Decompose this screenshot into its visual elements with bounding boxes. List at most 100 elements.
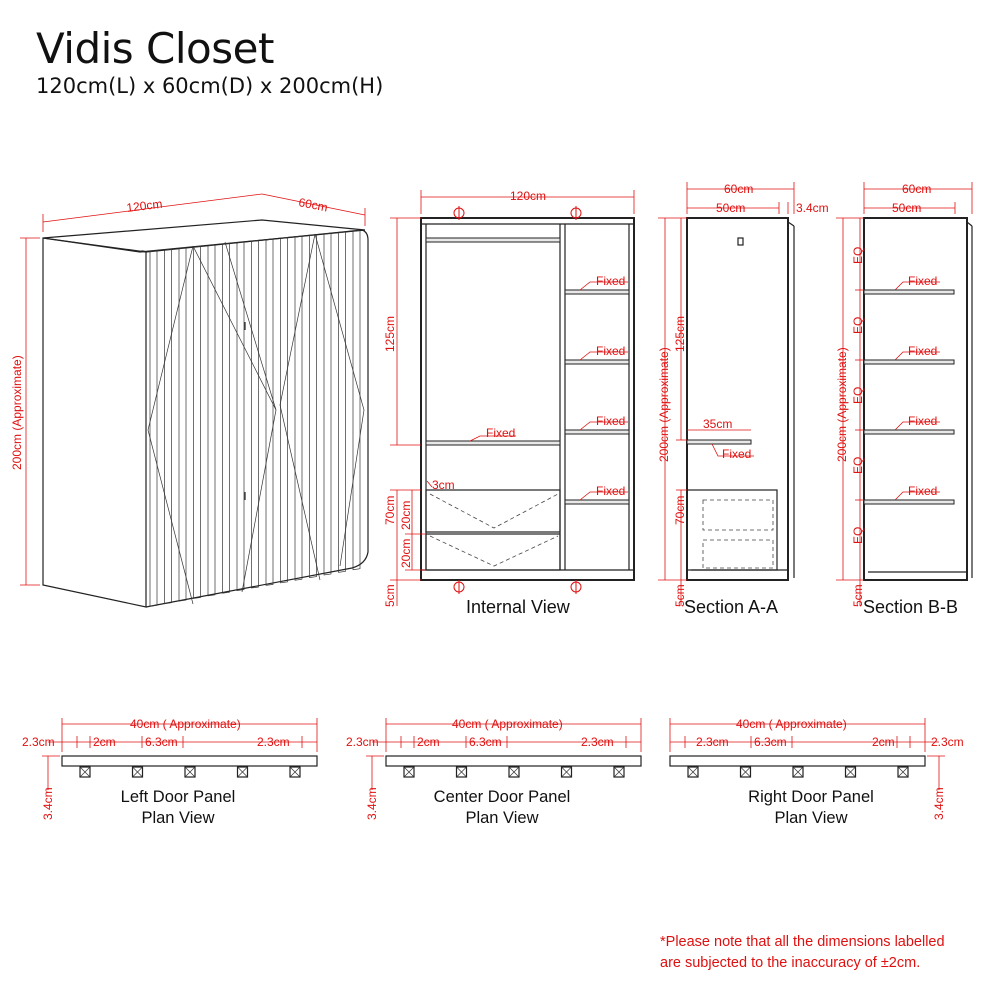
- internal-fixed-shelf: [425, 440, 561, 446]
- door-slat: [251, 240, 259, 589]
- cabinet-side: [42, 237, 147, 608]
- door-panel-center: 40cm ( Approximate) 2.3cm 2cm 6.3cm 2.3c…: [346, 717, 642, 827]
- cp-gap: 2cm: [417, 735, 440, 749]
- drawer-lower: [425, 533, 561, 571]
- sb-eq-3: EQ: [851, 387, 865, 404]
- rp-name: Right Door Panel: [748, 788, 874, 806]
- door-slat: [164, 248, 172, 605]
- slat-section-icon: [289, 766, 301, 778]
- rp-right-edge: 2.3cm: [931, 735, 964, 749]
- lp-width: 40cm ( Approximate): [130, 717, 241, 731]
- door-slat: [236, 241, 245, 592]
- door-panel-right: 40cm ( Approximate) 2.3cm 6.3cm 2cm 2.3c…: [669, 717, 964, 827]
- sb-fixed-1: Fixed: [908, 274, 937, 288]
- section-b-label: Section B-B: [863, 597, 958, 617]
- cp-slat: 6.3cm: [469, 735, 502, 749]
- internal-view: 120cm 125cm 70cm 20cm 20cm 5cm 3cm Fixed…: [383, 189, 635, 617]
- sb-fixed-4: Fixed: [908, 484, 937, 498]
- footnote-line-1: *Please note that all the dimensions lab…: [660, 934, 945, 950]
- sb-height: 200cm (Approximate): [835, 347, 849, 462]
- sa-depth: 60cm: [724, 182, 753, 196]
- persp-height: 200cm (Approximate): [10, 355, 24, 470]
- footnote: *Please note that all the dimensions lab…: [660, 932, 990, 974]
- door-slat: [193, 245, 201, 599]
- sa-shelf-depth: 35cm: [703, 417, 732, 431]
- rp-width: 40cm ( Approximate): [736, 717, 847, 731]
- drawer-upper: [425, 489, 561, 533]
- iv-width: 120cm: [510, 189, 546, 203]
- section-marker-icon: [453, 206, 582, 594]
- sa-lower: 70cm: [673, 496, 687, 525]
- cp-view: Plan View: [465, 809, 538, 827]
- cp-name: Center Door Panel: [434, 788, 571, 806]
- sb-eq-5: EQ: [851, 527, 865, 544]
- perspective-view: 120cm 60cm 200cm (Approximate): [10, 193, 369, 608]
- cp-width: 40cm ( Approximate): [452, 717, 563, 731]
- rp-thickness: 3.4cm: [932, 787, 946, 820]
- sa-height: 200cm (Approximate): [657, 347, 671, 462]
- sa-inner: 50cm: [716, 201, 745, 215]
- rp-gap: 2cm: [872, 735, 895, 749]
- iv-hanging: 125cm: [383, 316, 397, 352]
- lp-left-edge: 2.3cm: [22, 735, 55, 749]
- slat-section-icon: [687, 766, 699, 778]
- slat-section-icon: [236, 766, 249, 778]
- persp-depth: 60cm: [297, 195, 328, 214]
- slat-section-icon: [844, 766, 857, 778]
- slat-section-icon: [897, 766, 909, 778]
- sb-base: 5cm: [851, 584, 865, 607]
- slat-section-icon: [739, 766, 752, 778]
- door-slat: [352, 229, 361, 571]
- hanging-rail: [425, 237, 561, 243]
- cabinet-front: [145, 229, 369, 608]
- door-slat: [280, 237, 288, 584]
- slat-section-icon: [403, 766, 415, 778]
- lp-gap: 2cm: [93, 735, 116, 749]
- slat-section-icon: [79, 766, 91, 778]
- carcass-outline: [420, 217, 635, 581]
- iv-fixed-3: Fixed: [596, 414, 625, 428]
- persp-width: 120cm: [126, 197, 163, 215]
- section-a-a: 60cm 50cm 3.4cm 200cm (Approximate) 125c…: [657, 182, 829, 617]
- door-slat: [294, 235, 303, 581]
- door-slat: [222, 242, 230, 594]
- slat-section-icon: [792, 766, 804, 778]
- slat-section-icon: [613, 766, 625, 778]
- overall-dimensions: 120cm(L) x 60cm(D) x 200cm(H): [36, 74, 384, 98]
- section-a-label: Section A-A: [684, 597, 778, 617]
- section-a-drawer: [686, 489, 778, 571]
- sb-eq-4: EQ: [851, 457, 865, 474]
- door-panel-left: 40cm ( Approximate) 2.3cm 2cm 6.3cm 2.3c…: [22, 717, 318, 827]
- sb-fixed-2: Fixed: [908, 344, 937, 358]
- cp-right-edge: 2.3cm: [581, 735, 614, 749]
- iv-fixed-4: Fixed: [596, 484, 625, 498]
- cp-thickness: 3.4cm: [365, 787, 379, 820]
- iv-fixed-2: Fixed: [596, 344, 625, 358]
- sa-base: 5cm: [673, 584, 687, 607]
- section-b-b: 60cm 50cm 200cm (Approximate) EQ EQ EQ E…: [835, 182, 973, 617]
- rp-left-edge: 2.3cm: [696, 735, 729, 749]
- sb-inner: 50cm: [892, 201, 921, 215]
- iv-base: 5cm: [383, 584, 397, 607]
- slat-section-icon: [560, 766, 573, 778]
- door-slat: [338, 231, 346, 573]
- page-title: Vidis Closet: [36, 24, 274, 73]
- rp-view: Plan View: [774, 809, 847, 827]
- door-slat: [178, 247, 187, 602]
- lp-slat: 6.3cm: [145, 735, 178, 749]
- sa-fixed: Fixed: [722, 447, 751, 461]
- slat-section-icon: [184, 766, 196, 778]
- sa-door: 3.4cm: [796, 201, 829, 215]
- sb-depth: 60cm: [902, 182, 931, 196]
- sb-fixed-3: Fixed: [908, 414, 937, 428]
- lp-view: Plan View: [141, 809, 214, 827]
- door-slats: [149, 229, 361, 607]
- section-a-outline: [686, 217, 789, 581]
- door-slat: [323, 232, 332, 576]
- section-a-shelf: [686, 439, 752, 445]
- lp-right-edge: 2.3cm: [257, 735, 290, 749]
- slat-section-icon: [131, 766, 144, 778]
- rp-slat: 6.3cm: [754, 735, 787, 749]
- section-b-outline: [863, 217, 968, 581]
